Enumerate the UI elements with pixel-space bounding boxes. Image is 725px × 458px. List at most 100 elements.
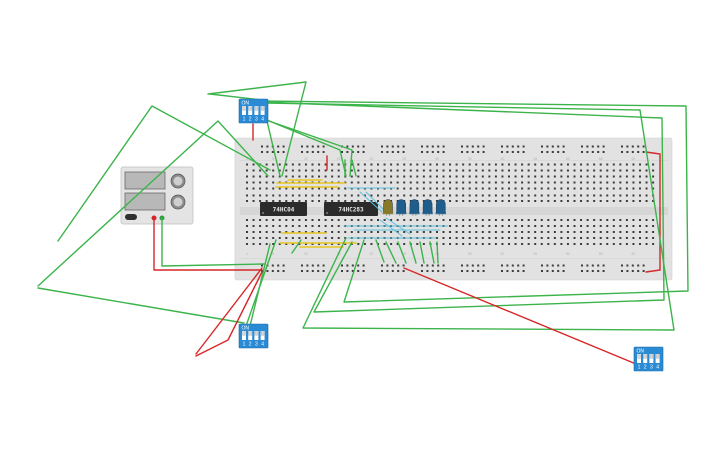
breadboard-hole[interactable] (527, 175, 530, 178)
breadboard-hole[interactable] (652, 169, 655, 172)
breadboard-hole[interactable] (580, 237, 583, 239)
rail-hole[interactable] (586, 264, 589, 267)
breadboard-hole[interactable] (344, 231, 347, 233)
breadboard-hole[interactable] (645, 169, 648, 172)
breadboard-hole[interactable] (619, 200, 622, 202)
breadboard-hole[interactable] (606, 175, 609, 178)
rail-hole[interactable] (426, 270, 429, 272)
rail-hole[interactable] (546, 145, 549, 148)
rail-hole[interactable] (362, 151, 365, 153)
breadboard-hole[interactable] (547, 200, 550, 202)
breadboard-hole[interactable] (540, 225, 543, 227)
breadboard-hole[interactable] (501, 231, 504, 233)
breadboard-hole[interactable] (435, 194, 438, 197)
rail-hole[interactable] (602, 264, 605, 267)
breadboard-hole[interactable] (396, 169, 399, 172)
dip-toggle[interactable] (649, 354, 653, 359)
dip-toggle[interactable] (637, 354, 641, 359)
breadboard-hole[interactable] (272, 237, 275, 239)
rail-hole[interactable] (591, 151, 594, 153)
breadboard-hole[interactable] (586, 187, 589, 190)
breadboard-hole[interactable] (593, 169, 596, 172)
breadboard-hole[interactable] (488, 200, 491, 202)
breadboard-hole[interactable] (645, 219, 648, 221)
breadboard-hole[interactable] (390, 163, 393, 166)
rail-hole[interactable] (562, 145, 565, 148)
breadboard-hole[interactable] (422, 200, 425, 202)
breadboard-hole[interactable] (331, 200, 334, 202)
green-wire[interactable] (429, 241, 435, 264)
breadboard-hole[interactable] (534, 231, 537, 233)
breadboard-hole[interactable] (619, 225, 622, 227)
breadboard-hole[interactable] (390, 181, 393, 184)
breadboard-hole[interactable] (652, 175, 655, 178)
breadboard-hole[interactable] (494, 243, 497, 245)
breadboard-hole[interactable] (593, 187, 596, 190)
rail-hole[interactable] (357, 145, 360, 148)
breadboard-hole[interactable] (285, 187, 288, 190)
led-icon[interactable] (435, 199, 446, 217)
breadboard-hole[interactable] (514, 231, 517, 233)
breadboard-hole[interactable] (632, 187, 635, 190)
breadboard-hole[interactable] (429, 187, 432, 190)
breadboard-hole[interactable] (246, 194, 248, 197)
breadboard-hole[interactable] (521, 225, 524, 227)
breadboard-hole[interactable] (298, 219, 301, 221)
rail-hole[interactable] (301, 264, 303, 267)
breadboard-hole[interactable] (508, 219, 510, 221)
breadboard-hole[interactable] (521, 181, 524, 184)
breadboard-hole[interactable] (494, 219, 497, 221)
breadboard-hole[interactable] (252, 200, 255, 202)
breadboard-hole[interactable] (252, 169, 255, 172)
breadboard-hole[interactable] (278, 231, 281, 233)
rail-hole[interactable] (522, 270, 525, 272)
rail-hole[interactable] (311, 264, 314, 267)
breadboard-hole[interactable] (462, 187, 465, 190)
breadboard-hole[interactable] (357, 181, 360, 184)
dip-toggle[interactable] (254, 106, 258, 111)
rail-hole[interactable] (261, 151, 263, 153)
breadboard-hole[interactable] (442, 194, 445, 197)
breadboard-hole[interactable] (540, 219, 543, 221)
breadboard-hole[interactable] (606, 225, 609, 227)
breadboard-hole[interactable] (246, 200, 248, 202)
green-wire[interactable] (257, 100, 689, 303)
rail-hole[interactable] (317, 270, 320, 272)
breadboard-hole[interactable] (246, 231, 248, 233)
rail-hole[interactable] (322, 151, 325, 153)
breadboard-hole[interactable] (311, 225, 314, 227)
breadboard-hole[interactable] (304, 243, 307, 245)
green-wire[interactable] (37, 120, 269, 287)
rail-hole[interactable] (431, 145, 434, 148)
breadboard-hole[interactable] (566, 219, 569, 221)
breadboard-hole[interactable] (259, 169, 262, 172)
dip-slot[interactable] (649, 354, 654, 363)
rail-hole[interactable] (266, 145, 269, 148)
breadboard-hole[interactable] (285, 163, 288, 166)
breadboard-hole[interactable] (278, 194, 281, 197)
breadboard-hole[interactable] (350, 200, 353, 202)
breadboard-hole[interactable] (468, 243, 471, 245)
rail-hole[interactable] (442, 270, 445, 272)
breadboard-hole[interactable] (580, 169, 583, 172)
breadboard-hole[interactable] (363, 200, 366, 202)
rail-hole[interactable] (442, 151, 445, 153)
breadboard-hole[interactable] (547, 194, 550, 197)
breadboard-hole[interactable] (599, 231, 602, 233)
breadboard-hole[interactable] (337, 194, 340, 197)
breadboard-hole[interactable] (318, 187, 321, 190)
breadboard-hole[interactable] (462, 181, 465, 184)
breadboard-hole[interactable] (285, 219, 288, 221)
breadboard-hole[interactable] (265, 169, 268, 172)
breadboard-hole[interactable] (560, 194, 563, 197)
breadboard-hole[interactable] (586, 200, 589, 202)
breadboard-hole[interactable] (501, 187, 504, 190)
blue-jumpers[interactable] (343, 187, 449, 239)
breadboard-hole[interactable] (246, 243, 248, 245)
rail-hole[interactable] (426, 264, 429, 267)
breadboard-hole[interactable] (350, 181, 353, 184)
breadboard-hole[interactable] (291, 225, 294, 227)
rail-hole[interactable] (621, 151, 623, 153)
rail-hole[interactable] (437, 264, 440, 267)
dip-slot[interactable] (242, 106, 246, 115)
